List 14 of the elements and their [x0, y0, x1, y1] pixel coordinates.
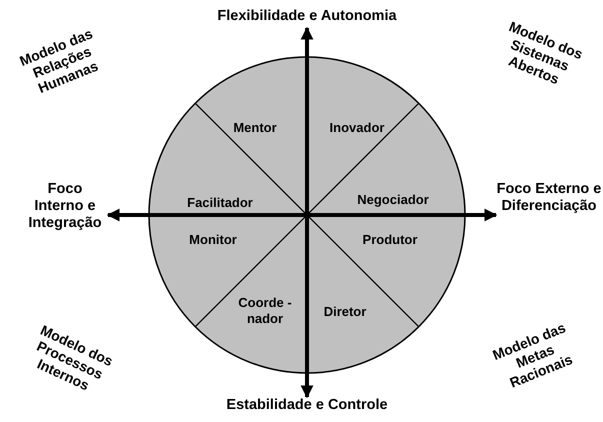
role-label: Negociador — [357, 192, 429, 208]
role-label: Inovador — [330, 120, 384, 136]
axis-label: Estabilidade e Controle — [203, 397, 411, 414]
role-label: Facilitador — [187, 195, 253, 211]
axis-arrow — [300, 26, 314, 398]
axis-label: Foco Externo e Diferenciação — [496, 181, 602, 215]
role-label: Produtor — [362, 232, 418, 248]
role-label: Monitor — [189, 232, 237, 248]
axis-arrow — [106, 208, 498, 222]
role-label: Mentor — [233, 120, 277, 136]
axis-label: Flexibilidade e Autonomia — [195, 8, 419, 25]
role-label: Diretor — [324, 304, 366, 320]
axis-label: Foco Interno e Integração — [22, 181, 108, 232]
role-label: Coorde - nador — [237, 295, 293, 327]
